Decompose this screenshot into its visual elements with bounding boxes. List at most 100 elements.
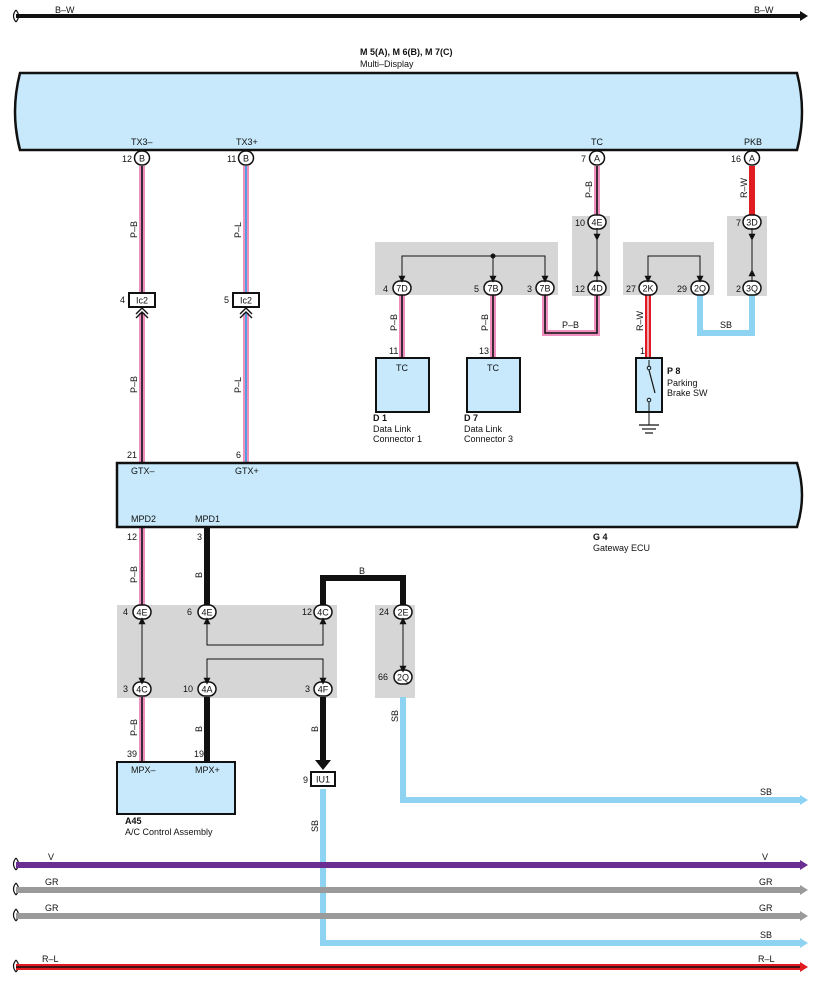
pin-j7d: 4 (383, 284, 388, 294)
wire-b-iu1 (315, 697, 331, 770)
connector-7b-1: 7B (483, 280, 503, 296)
wire-label-v-left: V (48, 852, 54, 862)
svg-text:Ic2: Ic2 (240, 296, 252, 306)
junction-internal-lines (401, 253, 701, 282)
wire-label-pb-2: P–B (129, 376, 139, 393)
pin-gw-mpd1: 3 (197, 532, 202, 542)
pin-md-txm: 12 (122, 154, 132, 164)
pin-label-gtx-plus: GTX+ (235, 466, 259, 476)
chevron-up-icon (239, 307, 253, 319)
pin-label-tc: TC (591, 137, 603, 147)
connector-4e-l: 4E (132, 604, 152, 620)
dlc1-unit: TC D 1 Data Link Connector 1 (373, 357, 430, 444)
wire-label-b-iu1: B (310, 726, 320, 732)
svg-text:4C: 4C (317, 608, 329, 618)
pin-m4f: 3 (305, 684, 310, 694)
svg-text:A: A (594, 154, 600, 164)
wire-label-b-a45: B (194, 726, 204, 732)
connector-3q: 3Q (742, 280, 762, 296)
rl-bus: R–L R–L (12, 954, 808, 973)
svg-text:4C: 4C (136, 685, 148, 695)
svg-text:A: A (749, 154, 755, 164)
connector-ic2-right: Ic2 (232, 292, 260, 308)
connector-4a: 4A (197, 681, 217, 697)
connector-2q-lower: 2Q (393, 669, 413, 685)
pin-label-gtx-minus: GTX– (131, 466, 155, 476)
wire-label-b-mpd1: B (194, 572, 204, 578)
pin-ic2-r: 5 (224, 295, 229, 305)
svg-text:3D: 3D (746, 218, 758, 228)
pin-m2q: 66 (378, 672, 388, 682)
wire-label-pl-1: P–L (233, 222, 243, 238)
gateway-ecu-code: G 4 (593, 532, 608, 542)
wire-label-pb-mpd2: P–B (129, 566, 139, 583)
wire-label-sb-iu1: SB (310, 820, 320, 832)
pin-md-pkb: 16 (731, 154, 741, 164)
pin-label-mpd2: MPD2 (131, 514, 156, 524)
wire-label-b-loop: B (359, 566, 365, 576)
connector-4c-bottom: 4C (132, 681, 152, 697)
bw-bus: B–W B–W (12, 5, 808, 23)
pin-j7b2: 3 (527, 284, 532, 294)
wire-p-b-dlc (399, 294, 496, 358)
svg-text:B: B (243, 154, 249, 164)
connector-a-pkb: A (743, 150, 761, 166)
junction-4e-4c-4a-4f (117, 605, 337, 698)
pin-gw-mpd2: 12 (127, 532, 137, 542)
svg-text:4E: 4E (591, 218, 602, 228)
connector-4f: 4F (313, 681, 333, 697)
wire-label-pb-a45: P–B (129, 719, 139, 736)
wire-label-pb-d1: P–B (389, 314, 399, 331)
svg-text:2Q: 2Q (397, 673, 409, 683)
bottom-buses: V V GR GR GR GR R–L R–L SB SB (12, 787, 808, 973)
svg-text:B: B (139, 154, 145, 164)
connector-iu1: IU1 (310, 771, 336, 787)
pin-a45-p: 19 (194, 749, 204, 759)
dlc1-code: D 1 (373, 413, 387, 423)
pin-m4c-b: 3 (123, 684, 128, 694)
multi-display-unit: M 5(A), M 6(B), M 7(C) Multi–Display TX3… (13, 47, 804, 152)
pin-j4e-t: 10 (575, 218, 585, 228)
gr-bus-1: GR GR (12, 877, 808, 896)
junction-2e-2q (375, 605, 415, 698)
connector-a-tc: A (588, 150, 606, 166)
svg-text:IU1: IU1 (316, 775, 330, 785)
svg-text:4E: 4E (136, 608, 147, 618)
wire-label-sb-2q: SB (390, 710, 400, 722)
wire-label-sb-right2: SB (760, 930, 772, 940)
wire-label-pb-d7: P–B (480, 314, 490, 331)
wire-sb-iu1 (320, 789, 808, 948)
svg-text:3Q: 3Q (746, 284, 758, 294)
gateway-ecu-unit: GTX– GTX+ MPD2 MPD1 G 4 Gateway ECU (115, 461, 804, 553)
connector-4d: 4D (587, 280, 607, 296)
dlc1-pin-tc: TC (396, 363, 408, 373)
chevron-up-icon (135, 307, 149, 319)
wire-label-pl-2: P–L (233, 377, 243, 393)
pin-m4c: 12 (302, 607, 312, 617)
wire-label-rw-pkb: R–W (739, 177, 749, 198)
wire-label-sb-horizontal: SB (720, 320, 732, 330)
connector-2q: 2Q (690, 280, 710, 296)
vertical-wire-labels: P–B P–L P–B P–L P–B R–W P–B P–B R–W P–B … (129, 177, 749, 832)
wire-label-gr2-right: GR (759, 903, 773, 913)
pin-j3q-b: 2 (736, 284, 741, 294)
multi-display-code: M 5(A), M 6(B), M 7(C) (360, 47, 453, 57)
gr-bus-2: GR GR (12, 903, 808, 922)
wire-label-bw-right: B–W (754, 5, 774, 15)
pin-label-tx3-minus: TX3– (131, 137, 153, 147)
wire-label-v-right: V (762, 852, 768, 862)
dlc1-name-l2: Connector 1 (373, 434, 422, 444)
svg-text:7B: 7B (539, 284, 550, 294)
wire-label-gr1-right: GR (759, 877, 773, 887)
wire-label-gr1-left: GR (45, 877, 59, 887)
svg-text:4E: 4E (201, 608, 212, 618)
pin-label-mpd1: MPD1 (195, 514, 220, 524)
pin-label-mpx-minus: MPX– (131, 765, 156, 775)
svg-text:4D: 4D (591, 284, 603, 294)
svg-text:4F: 4F (318, 685, 329, 695)
pin-m4e2: 6 (187, 607, 192, 617)
pin-numbers: 12 11 7 16 4 5 21 6 12 3 10 12 7 2 4 5 3… (120, 154, 741, 785)
parking-sw-name-l1: Parking (667, 378, 698, 388)
ac-control-name: A/C Control Assembly (125, 827, 213, 837)
